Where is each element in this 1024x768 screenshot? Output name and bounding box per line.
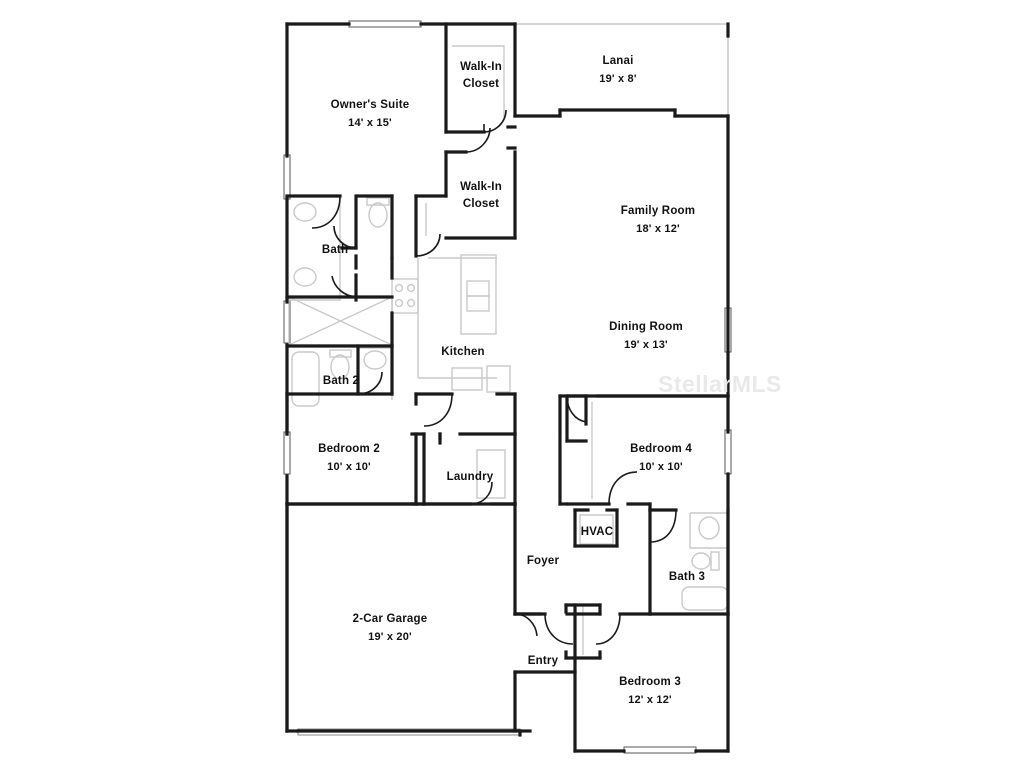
door-bedroom2 <box>423 393 453 427</box>
door-hall <box>465 127 491 153</box>
bath-name: Bath <box>322 244 348 256</box>
door-garage <box>514 613 538 637</box>
door-laundry <box>469 481 493 505</box>
room-label-entry: Entry <box>528 655 559 667</box>
bedroom2-dim: 10' x 10' <box>327 461 371 473</box>
foyer-name: Foyer <box>527 555 560 567</box>
walkin-closet-1-name: Walk-In <box>460 61 502 73</box>
dining-room-name: Dining Room <box>609 321 683 333</box>
door-bedroom3 <box>595 613 621 645</box>
door-pantry <box>415 233 441 257</box>
room-label-hvac: HVAC <box>581 526 614 538</box>
bedroom3-name: Bedroom 3 <box>619 676 681 688</box>
walkin-closet-2-name: Walk-In <box>460 181 502 193</box>
kitchen-island <box>460 254 497 335</box>
family-room-dim: 18' x 12' <box>636 223 680 235</box>
toilet-master <box>366 197 390 228</box>
door-walkin-closet-1 <box>483 109 507 133</box>
tub-bath2 <box>291 351 320 407</box>
bedroom4-name: Bedroom 4 <box>630 443 692 455</box>
owners-suite-name: Owner's Suite <box>331 99 410 111</box>
door-bath3 <box>649 509 677 543</box>
room-label-bath: Bath <box>322 244 348 256</box>
room-label-family-room: Family Room 18' x 12' <box>621 205 695 235</box>
dining-room-dim: 19' x 13' <box>624 339 668 351</box>
bedroom4-dim: 10' x 10' <box>639 461 683 473</box>
window-owners-suite-left <box>283 154 291 200</box>
door-bath-inner <box>331 275 359 298</box>
garage-dim: 19' x 20' <box>368 631 412 643</box>
watermark-text: StellarMLS <box>658 371 782 397</box>
bath3-name: Bath 3 <box>669 571 705 583</box>
hvac-name: HVAC <box>581 526 614 538</box>
door-bedroom4-closet <box>566 395 587 423</box>
toilet-bath2 <box>329 349 352 380</box>
fixture-group <box>288 45 729 655</box>
entry-name: Entry <box>528 655 559 667</box>
room-label-bath-2: Bath 2 <box>323 375 359 387</box>
bedroom2-name: Bedroom 2 <box>318 443 380 455</box>
garage-name: 2-Car Garage <box>353 613 428 625</box>
hvac-unit <box>579 514 614 545</box>
room-label-walk-in-closet-2: Walk-In Closet <box>460 181 502 210</box>
room-label-lanai: Lanai 19' x 8' <box>599 55 637 85</box>
door-group <box>311 109 677 645</box>
room-label-kitchen: Kitchen <box>441 346 485 358</box>
room-label-bedroom-4: Bedroom 4 10' x 10' <box>630 443 692 473</box>
bath2-name: Bath 2 <box>323 375 359 387</box>
window-bedroom3-bottom <box>623 746 697 754</box>
room-label-bath-3: Bath 3 <box>669 571 705 583</box>
laundry-appliance <box>476 449 506 499</box>
room-label-foyer: Foyer <box>527 555 560 567</box>
family-room-name: Family Room <box>621 205 695 217</box>
window-owners-suite-top <box>348 20 422 28</box>
toilet-bath3 <box>691 551 720 571</box>
wall-group <box>285 22 730 753</box>
room-label-walk-in-closet-1: Walk-In Closet <box>460 61 502 90</box>
window-bedroom2-left <box>283 431 291 475</box>
walkin-closet-1-name2: Closet <box>463 78 499 90</box>
closet-shelf-1 <box>452 45 505 119</box>
door-bath2 <box>357 371 383 395</box>
room-label-dining-room: Dining Room 19' x 13' <box>609 321 683 351</box>
room-label-bedroom-3: Bedroom 3 12' x 12' <box>619 676 681 706</box>
laundry-name: Laundry <box>447 471 494 483</box>
bedroom3-dim: 12' x 12' <box>628 694 672 706</box>
room-label-garage: 2-Car Garage 19' x 20' <box>353 613 428 643</box>
door-entry <box>544 613 574 645</box>
room-label-owners-suite: Owner's Suite 14' x 15' <box>331 99 410 129</box>
room-label-group: Owner's Suite 14' x 15' Walk-In Closet W… <box>318 55 705 706</box>
owners-suite-dim: 14' x 15' <box>348 117 392 129</box>
door-bath <box>311 195 341 229</box>
kitchen-counter <box>417 257 511 393</box>
walkin-closet-2-name2: Closet <box>463 198 499 210</box>
door-bedroom4 <box>608 471 638 505</box>
window-bedroom4-right <box>724 429 732 475</box>
door-water-closet <box>333 225 357 249</box>
kitchen-name: Kitchen <box>441 346 485 358</box>
room-label-laundry: Laundry <box>447 471 494 483</box>
lanai-name: Lanai <box>602 55 633 67</box>
lanai-dim: 19' x 8' <box>599 73 637 85</box>
room-label-bedroom-2: Bedroom 2 10' x 10' <box>318 443 380 473</box>
